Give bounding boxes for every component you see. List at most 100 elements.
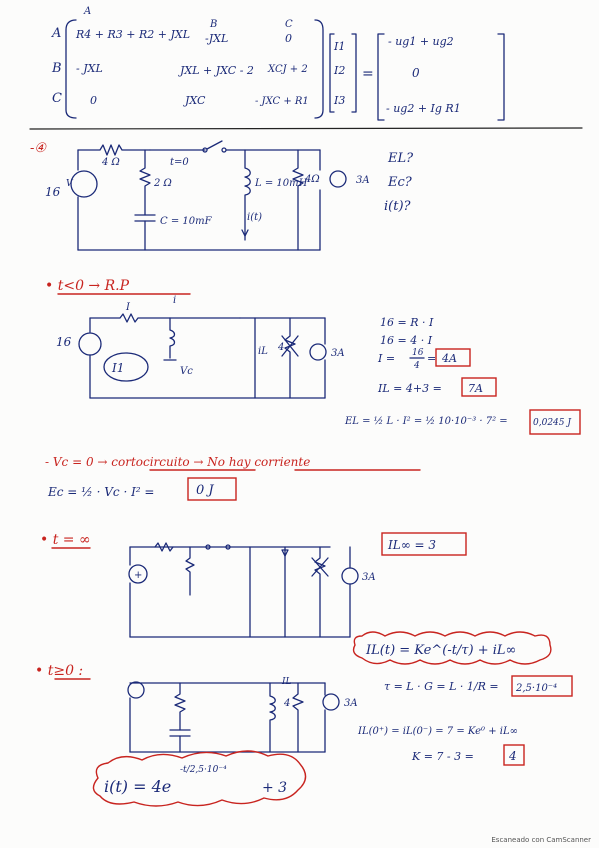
question-el: EL? xyxy=(387,151,414,166)
before-eq4-box xyxy=(461,377,497,397)
before-energy-result: 0,0245 J xyxy=(533,418,572,428)
inf-resistor-r xyxy=(314,546,326,638)
matrix-cell-1-2: XCJ + 2 xyxy=(267,64,308,75)
source-value: 16 xyxy=(45,185,61,199)
unknown-i2: I2 xyxy=(333,64,345,77)
inductor-l xyxy=(244,149,251,241)
inf-cs-label: 3A xyxy=(362,572,376,583)
before-resistor-r xyxy=(284,317,296,399)
before-vc: Vc xyxy=(180,366,193,377)
switch-label: t=0 xyxy=(170,157,189,168)
before-coil-branch xyxy=(169,317,176,359)
ind-label: L = 10mH xyxy=(254,178,308,189)
section-divider xyxy=(29,127,583,130)
after-il0-eq: IL(0⁺) = iL(0⁻) = 7 = Ke⁰ + iL∞ xyxy=(357,726,518,737)
unknown-i3: I3 xyxy=(333,94,345,107)
il-arrow xyxy=(241,229,249,237)
after-heading: • t≥0 : xyxy=(35,663,83,679)
matrix-row-label-a: A xyxy=(51,26,61,41)
before-source xyxy=(78,332,102,356)
vector-i-right-bracket xyxy=(351,33,357,113)
after-k-result: 4 xyxy=(508,749,517,763)
before-current-i: I xyxy=(125,302,131,313)
matrix-cell-0-1: -JXL xyxy=(205,32,228,45)
question-it: i(t)? xyxy=(384,199,412,214)
source-letter: V xyxy=(66,179,74,189)
after-section: • t≥0 : IL 4 3A IL(t) = Ke^(-t/τ) + iL∞ … xyxy=(35,631,573,807)
after-k-box xyxy=(503,744,525,766)
matrix-cell-2-1: JXC xyxy=(183,94,206,107)
matrix-cell-2-0: 0 xyxy=(90,94,97,107)
before-eq3-den: 4 xyxy=(413,361,420,371)
inf-source xyxy=(128,564,148,584)
scan-footer: Escaneado con CamScanner xyxy=(491,836,591,844)
inf-switch-b xyxy=(225,544,231,550)
inf-switch-a xyxy=(205,544,211,550)
before-eq4-result: 7A xyxy=(468,382,483,395)
before-cs-label: 3A xyxy=(331,348,345,359)
vector-i-left-bracket xyxy=(329,33,335,113)
before-eq3-equals: = xyxy=(427,352,436,365)
before-loop-oval xyxy=(103,352,149,382)
matrix-cell-0-0: R4 + R3 + R2 + JXL xyxy=(75,28,190,41)
after-final-cloud xyxy=(92,750,307,807)
after-r: 4 xyxy=(283,698,290,709)
problem-marker: -④ xyxy=(30,141,47,156)
after-cs-label: 3A xyxy=(344,698,358,709)
inf-resistor-top xyxy=(154,542,174,552)
matrix-right-bracket xyxy=(314,19,324,119)
after-resistor-r xyxy=(292,682,304,753)
after-final-exponent: -t/2,5·10⁻⁴ xyxy=(180,765,227,775)
before-energy-eq: EL = ½ L · I² = ½ 10·10⁻³ · 7² = xyxy=(344,416,508,427)
short-ec-result: 0 J xyxy=(196,483,214,498)
infinity-heading: • t = ∞ xyxy=(40,532,91,548)
before-eq3-result: 4A xyxy=(441,352,457,365)
after-source xyxy=(127,681,145,699)
resistor-r3 xyxy=(292,149,304,251)
resistor-r1 xyxy=(77,144,151,156)
problem-section: -④ 4 Ω V 16 t=0 2 Ω C = 10mF L = 10mH i(… xyxy=(30,140,414,251)
r3-label: 4Ω xyxy=(304,174,320,185)
matrix-col-label-b: B xyxy=(209,19,217,30)
rhs-left-bracket xyxy=(377,33,385,121)
short-section: - Vc = 0 → cortocircuito → No hay corrie… xyxy=(45,455,421,501)
question-ec: Ec? xyxy=(387,175,413,190)
after-il-label: IL xyxy=(281,677,292,687)
matrix-row-label-c: C xyxy=(52,91,62,106)
before-il: iL xyxy=(258,346,268,357)
rhs-row-2: - ug2 + Ig R1 xyxy=(386,102,461,115)
before-eq2: 16 = 4 · I xyxy=(380,334,433,347)
matrix-col-label-c: C xyxy=(285,19,293,30)
before-cross-2 xyxy=(281,335,299,357)
inf-resistor-2 xyxy=(185,546,195,596)
after-final-base: i(t) = 4e xyxy=(104,777,171,796)
matrix-row-label-b: B xyxy=(51,61,62,76)
after-formula: IL(t) = Ke^(-t/τ) + iL∞ xyxy=(365,643,516,658)
current-source xyxy=(329,170,347,188)
after-k-eq: K = 7 - 3 = xyxy=(411,750,474,763)
before-current-small-i: i xyxy=(173,295,176,306)
short-ec-box xyxy=(187,477,237,501)
before-eq1: 16 = R · I xyxy=(380,316,434,329)
matrix-left-bracket xyxy=(65,19,77,119)
inf-cross-2 xyxy=(311,557,329,577)
cap-label: C = 10mF xyxy=(160,216,213,227)
after-tau-result: 2,5·10⁻⁴ xyxy=(515,683,557,694)
after-tau-box xyxy=(511,675,573,697)
inf-il-value: IL∞ = 3 xyxy=(387,538,436,552)
before-r: 4 xyxy=(277,342,284,353)
voltage-source xyxy=(70,170,98,198)
inf-current-source xyxy=(341,567,359,585)
before-resistor xyxy=(89,313,171,323)
after-resistor-2 xyxy=(174,682,186,731)
before-eq3-box xyxy=(435,348,471,367)
resistor-r2 xyxy=(139,149,151,216)
switch-blade xyxy=(206,140,223,150)
rhs-right-bracket xyxy=(497,33,505,121)
inf-il-arrow xyxy=(281,549,289,557)
before-heading: • t<0 → R.P xyxy=(45,278,130,294)
before-eq4-left: IL = 4+3 = xyxy=(377,382,442,395)
short-line: - Vc = 0 → cortocircuito → No hay corrie… xyxy=(45,455,310,469)
short-ec-eq: Ec = ½ · Vc · I² = xyxy=(47,485,155,499)
before-loop-label: I1 xyxy=(111,361,124,375)
